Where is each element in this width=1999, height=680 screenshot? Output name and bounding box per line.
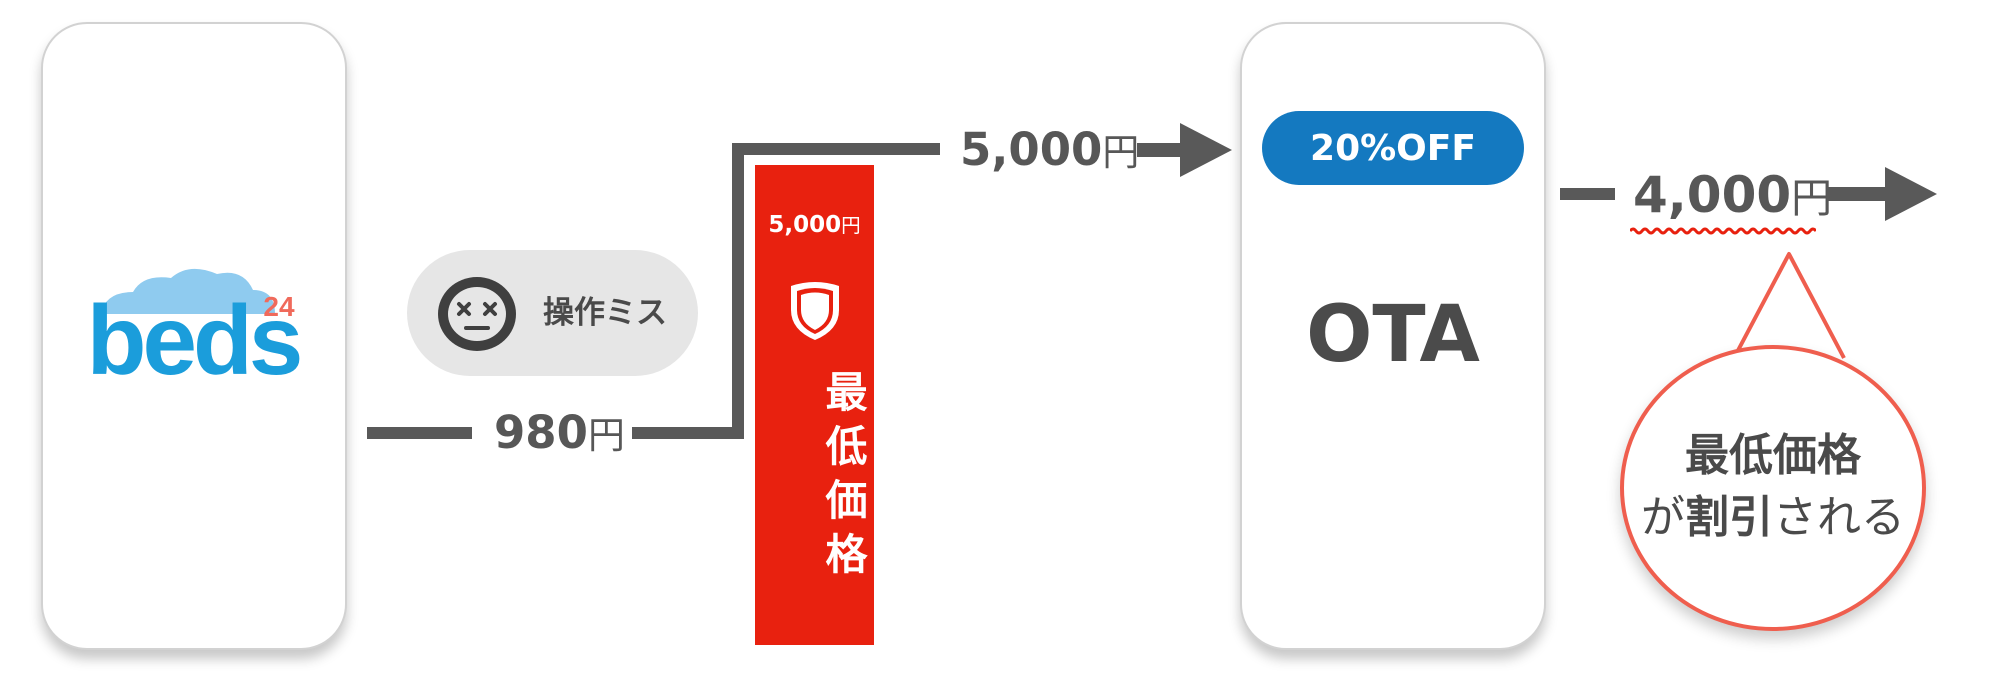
callout-line2: が割引される bbox=[1641, 492, 1905, 543]
beds24-logo: beds 24 bbox=[87, 268, 304, 395]
minimum-price-value: 5,000円 bbox=[768, 212, 861, 238]
minimum-price-label: 最低価格 bbox=[819, 370, 868, 586]
arrow-out-tail bbox=[1560, 188, 1615, 200]
ota-label: OTA bbox=[1306, 290, 1480, 380]
dizzy-face-icon bbox=[438, 277, 516, 351]
discount-badge: 20%OFF bbox=[1262, 111, 1524, 185]
operation-error-pill: 操作ミス bbox=[407, 250, 698, 376]
arrow-out-head bbox=[1885, 167, 1937, 221]
arrow-out-shaft bbox=[1827, 187, 1897, 201]
input-price-label: 980円 bbox=[494, 406, 625, 459]
red-wavy-underline bbox=[1630, 227, 1816, 235]
sent-price-label: 5,000円 bbox=[960, 123, 1140, 176]
output-price-label: 4,000円 bbox=[1633, 166, 1833, 224]
discount-callout: 最低価格 が割引される bbox=[1620, 345, 1926, 631]
callout-tail bbox=[1732, 252, 1846, 359]
shield-icon bbox=[791, 282, 839, 340]
callout-line1: 最低価格 bbox=[1685, 430, 1861, 481]
arrow-to-ota-head bbox=[1180, 123, 1232, 177]
operation-error-label: 操作ミス bbox=[543, 295, 667, 331]
cloud-icon bbox=[101, 268, 275, 314]
connector-top bbox=[732, 143, 940, 155]
arrow-to-ota-shaft bbox=[1137, 143, 1185, 157]
minimum-price-bar: 5,000円 最低価格 bbox=[755, 165, 874, 645]
connector-beds-right bbox=[632, 427, 740, 439]
beds24-card: beds 24 bbox=[41, 22, 347, 650]
beds-superscript: 24 bbox=[263, 291, 295, 322]
connector-vertical bbox=[732, 143, 744, 439]
connector-beds-left bbox=[367, 427, 472, 439]
beds-wordmark: beds bbox=[87, 285, 300, 395]
